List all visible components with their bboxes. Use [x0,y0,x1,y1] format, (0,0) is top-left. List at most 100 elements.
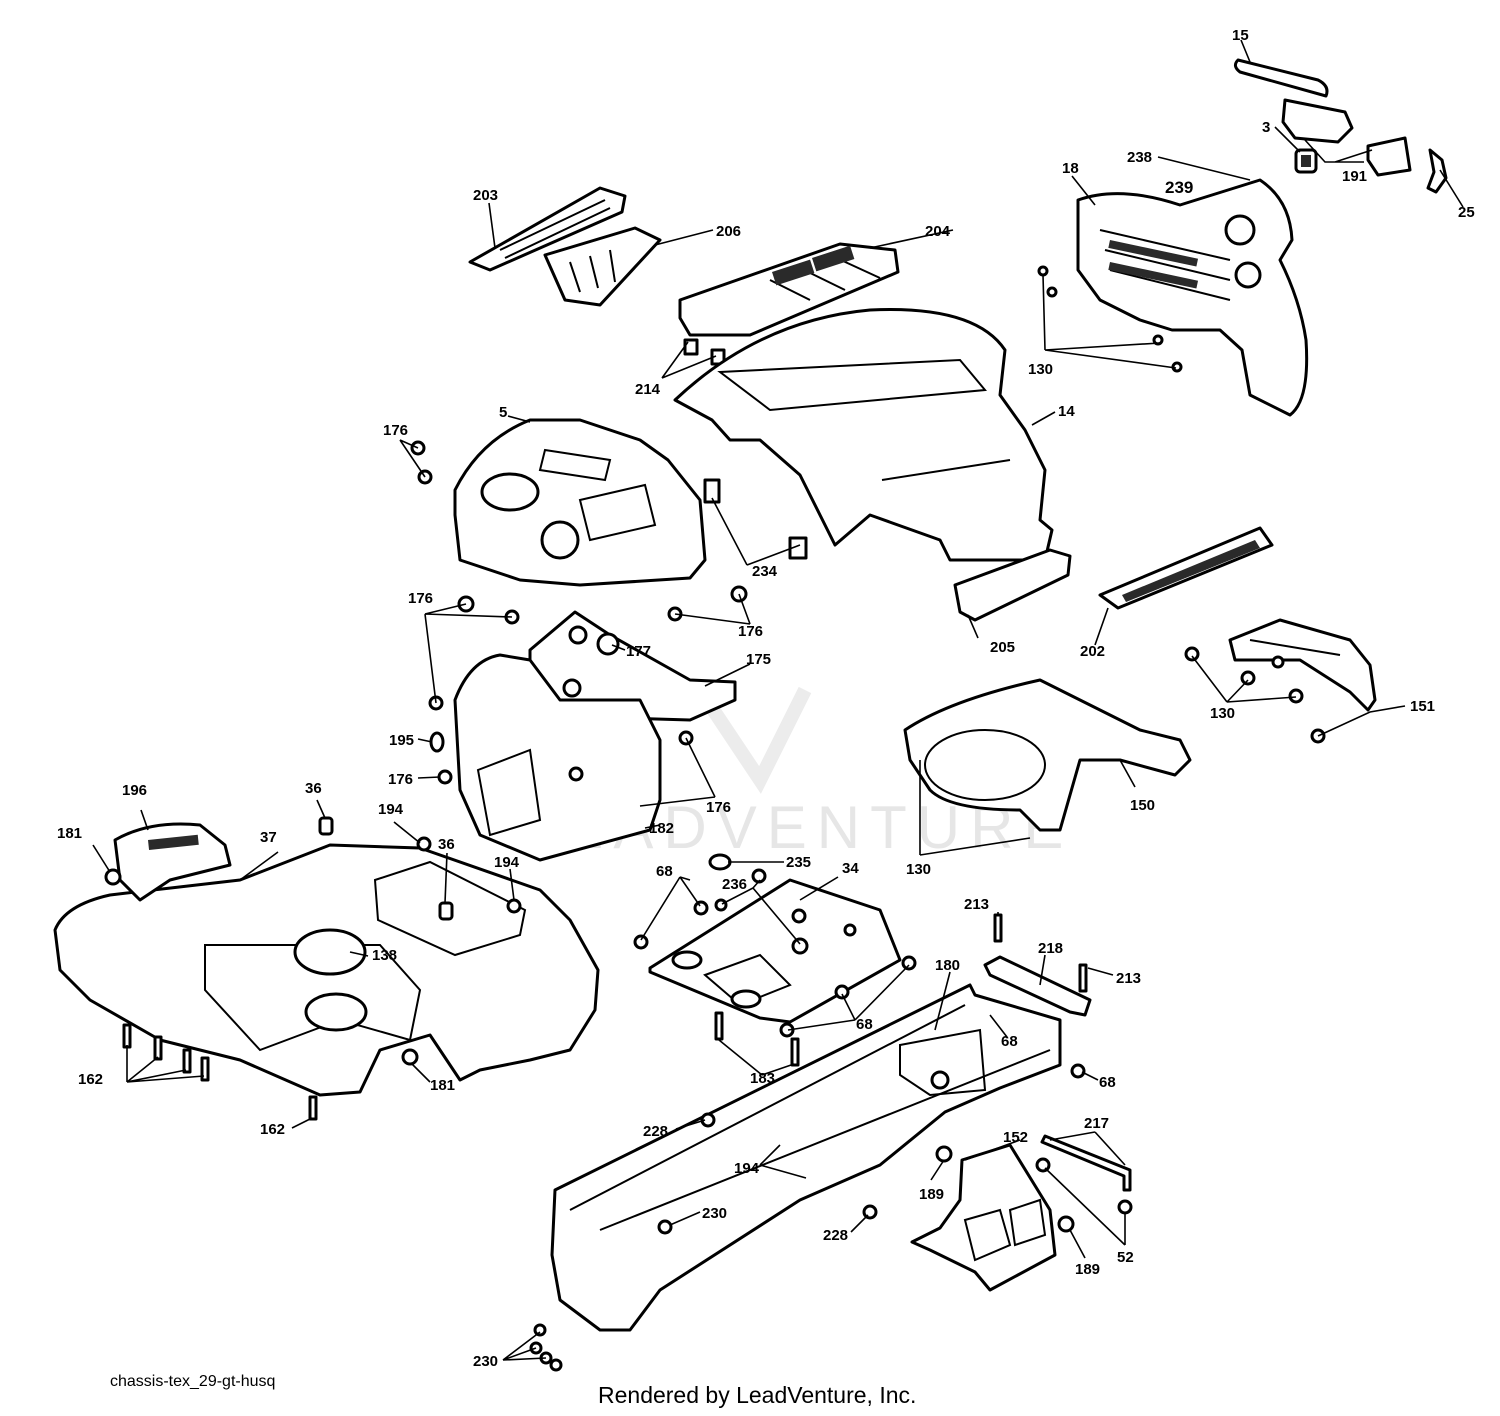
part-130-screws-top [1037,265,1183,373]
callout-175: 175 [746,651,771,668]
callout-234: 234 [752,563,778,580]
part-218 [983,955,1092,1017]
callout-68-c: 68 [1001,1033,1018,1050]
callout-205: 205 [990,639,1015,656]
callout-labels: 15 3 191 25 238 239 18 130 203 206 204 2… [57,27,1475,1370]
callout-195: 195 [389,732,414,749]
callout-214: 214 [635,381,661,398]
callout-194-a: 194 [378,801,404,818]
part-3 [1294,148,1318,174]
callout-228-a: 228 [643,1123,668,1140]
part-152 [910,1143,1057,1292]
callout-189-b: 189 [1075,1261,1100,1278]
part-37 [53,843,600,1097]
callout-213-b: 213 [1116,970,1141,987]
callout-217: 217 [1084,1115,1109,1132]
part-18 [1076,178,1309,417]
callout-68-d: 68 [1099,1074,1116,1091]
callout-239: 239 [1165,178,1193,197]
part-34 [648,878,902,1024]
callout-36-a: 36 [305,780,322,797]
callout-196: 196 [122,782,147,799]
part-195 [429,731,445,753]
callout-180: 180 [935,957,960,974]
callout-18: 18 [1062,160,1079,177]
part-183 [714,1011,800,1067]
diagram-id: chassis-tex_29-gt-husq [110,1373,276,1390]
part-14 [673,308,1054,562]
callout-218: 218 [1038,940,1063,957]
callout-191: 191 [1342,168,1367,185]
callout-228-b: 228 [823,1227,848,1244]
part-196 [113,822,232,902]
callout-34: 34 [842,860,859,877]
part-177 [596,632,620,656]
callout-162-b: 162 [260,1121,285,1138]
part-181 [104,868,419,1066]
part-5 [453,418,707,587]
callout-182: 182 [649,820,674,837]
callout-130-right: 130 [1210,705,1235,722]
callout-3: 3 [1262,119,1270,136]
callout-36-b: 36 [438,836,455,853]
callout-15: 15 [1232,27,1249,44]
callout-235: 235 [786,854,811,871]
callout-204: 204 [925,223,951,240]
part-202 [1098,526,1274,610]
callout-202: 202 [1080,643,1105,660]
part-15 [1233,58,1329,98]
part-182 [453,653,662,862]
callout-130-mid: 130 [906,861,931,878]
callout-176-c: 176 [738,623,763,640]
part-191 [1281,98,1412,177]
part-180 [550,983,1062,1332]
leader-lines [92,39,1464,1361]
callout-176-a: 176 [383,422,408,439]
part-162 [122,1023,318,1121]
callout-177: 177 [626,643,651,660]
callout-152: 152 [1003,1129,1028,1146]
part-25 [1426,148,1448,194]
callout-230-b: 230 [473,1353,498,1370]
callout-183: 183 [750,1070,775,1087]
callout-138: 138 [372,947,397,964]
callout-181-a: 181 [57,825,82,842]
footer-credit: Rendered by LeadVenture, Inc. [598,1382,917,1408]
callout-176-d: 176 [388,771,413,788]
callout-130-top: 130 [1028,361,1053,378]
callout-5: 5 [499,404,507,421]
callout-150: 150 [1130,797,1155,814]
callout-206: 206 [716,223,741,240]
callout-37: 37 [260,829,277,846]
callout-162-a: 162 [78,1071,103,1088]
part-36 [318,816,454,921]
callout-14: 14 [1058,403,1075,420]
part-205 [953,548,1072,622]
callout-194-b: 194 [494,854,520,871]
callout-181-b: 181 [430,1077,455,1094]
callout-236: 236 [722,876,747,893]
part-151 [1228,618,1377,712]
part-150 [903,678,1192,832]
callout-238: 238 [1127,149,1152,166]
callout-52: 52 [1117,1249,1134,1266]
callout-176-e: 176 [706,799,731,816]
callout-68-a: 68 [656,863,673,880]
part-206 [543,226,662,307]
callout-213-a: 213 [964,896,989,913]
callout-203: 203 [473,187,498,204]
part-217 [1040,1134,1132,1192]
part-194 [416,836,813,1185]
callout-151: 151 [1410,698,1435,715]
part-234 [703,478,808,560]
part-130-screws-right [1184,646,1326,744]
callout-194-c: 194 [734,1160,760,1177]
callout-189-a: 189 [919,1186,944,1203]
callout-176-b: 176 [408,590,433,607]
callout-230-a: 230 [702,1205,727,1222]
part-203 [468,186,627,272]
callout-68-b: 68 [856,1016,873,1033]
part-204 [678,242,900,337]
part-189 [935,1145,1075,1233]
